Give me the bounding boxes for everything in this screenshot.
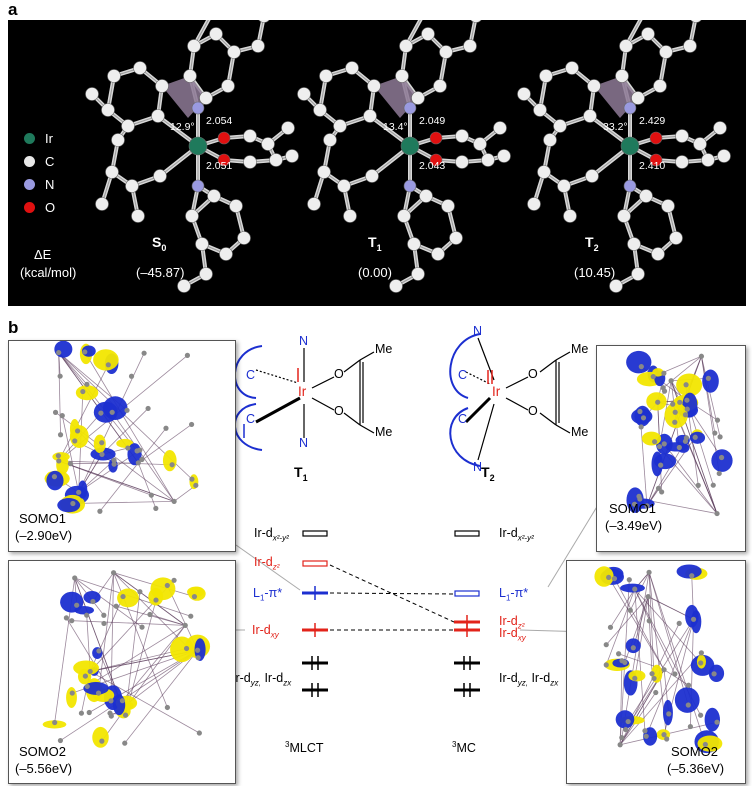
- panel-a-structures: Ir C N O ΔE (kcal/mol) 12.9° 2.054 2.051…: [8, 20, 746, 306]
- legend-n-dot: [24, 179, 35, 190]
- orbital-right-somo1-text: SOMO1(–3.49eV): [605, 501, 663, 533]
- legend-ir-label: Ir: [45, 131, 53, 146]
- t1-c-top: C: [246, 368, 256, 382]
- t1-ir: Ir: [298, 384, 307, 399]
- t2-c-bottom: C: [458, 412, 468, 426]
- orbital-left-somo1-text: SOMO1(–2.90eV): [15, 511, 73, 543]
- t1-angle: 13.4°: [383, 121, 408, 133]
- delta-e-label: ΔE: [34, 247, 52, 262]
- legend-ir: Ir: [24, 131, 53, 146]
- legend-n: N: [24, 177, 54, 192]
- t2-o-bottom: O: [528, 404, 538, 418]
- t1-o-bottom: O: [334, 404, 344, 418]
- t2-o-top: O: [528, 367, 538, 381]
- orbital-image-right-somo2: [594, 564, 725, 754]
- mlct-bottom-label: 3MLCT: [285, 740, 324, 756]
- mc-dz2-label: Ir-dz²: [499, 614, 525, 631]
- mc-pi-level: [454, 590, 480, 597]
- s0-label: S0: [152, 234, 167, 253]
- orbital-box-left-somo1: SOMO1(–2.90eV): [8, 340, 236, 552]
- mlct-dxy-label: Ir-dxy: [252, 623, 279, 640]
- mc-bottom-label: 3MC: [452, 740, 476, 756]
- orbital-box-right-somo2: SOMO2(–5.36eV): [566, 560, 746, 784]
- t1-dist-top: 2.049: [419, 115, 446, 127]
- legend-ir-dot: [24, 133, 35, 144]
- t1-scheme-label: T1: [294, 464, 308, 483]
- orbital-image-left-somo1: [44, 341, 199, 514]
- legend-c: C: [24, 154, 54, 169]
- s0-dist-bottom: 2.051: [206, 160, 233, 172]
- panel-b-label: b: [8, 318, 19, 337]
- t2-energy: (10.45): [574, 265, 616, 280]
- legend-c-label: C: [45, 154, 55, 169]
- t2-n-top: N: [473, 324, 483, 338]
- s0-energy: (–45.87): [136, 265, 185, 280]
- t2-c-top: C: [458, 368, 468, 382]
- mc-dyz-label: Ir-dyz, Ir-dzx: [499, 671, 559, 688]
- t2-n-bottom: N: [473, 460, 483, 474]
- t1-n-top: N: [299, 334, 309, 348]
- t2-me-bottom: Me: [571, 425, 589, 439]
- s0-angle: 12.9°: [170, 121, 195, 133]
- legend-o-dot: [24, 202, 35, 213]
- orbital-image-left-somo2: [42, 570, 211, 748]
- orbital-box-left-somo2: SOMO2(–5.56eV): [8, 560, 236, 784]
- legend-o-label: O: [45, 200, 56, 215]
- orbital-image-right-somo1: [626, 350, 733, 517]
- t2-label: T2: [585, 234, 599, 253]
- t2-scheme-label: T2: [481, 464, 495, 483]
- mc-pi-label: L1-π*: [499, 586, 529, 603]
- mlct-dx2y2-label: Ir-dx²-y²: [254, 526, 289, 543]
- t1-c-bottom: C: [246, 412, 256, 426]
- t2-dist-bottom: 2.410: [639, 160, 666, 172]
- t1-n-bottom: N: [299, 436, 309, 450]
- legend-o: O: [24, 200, 55, 215]
- mlct-dz2-level: [302, 560, 328, 567]
- t1-me-top: Me: [375, 342, 393, 356]
- mc-dx2y2-level: [454, 530, 480, 537]
- t1-dist-bottom: 2.043: [419, 160, 446, 172]
- panel-a-label: a: [8, 0, 18, 19]
- t2-dist-top: 2.429: [639, 115, 666, 127]
- mlct-dx2y2-level: [302, 530, 328, 537]
- t2-me-top: Me: [571, 342, 589, 356]
- legend-n-label: N: [45, 177, 55, 192]
- t1-me-bottom: Me: [375, 425, 393, 439]
- t2-angle: 33.2°: [603, 121, 628, 133]
- mc-dx2y2-label: Ir-dx²-y²: [499, 526, 534, 543]
- t2-scheme: [449, 333, 571, 467]
- orbital-left-somo2-text: SOMO2(–5.56eV): [15, 744, 73, 776]
- s0-dist-top: 2.054: [206, 115, 233, 127]
- mlct-pi-label: L1-π*: [253, 586, 283, 603]
- t1-o-top: O: [334, 367, 344, 381]
- mlct-dz2-label: Ir-dz²: [254, 555, 280, 572]
- legend-c-dot: [24, 156, 35, 167]
- t1-energy: (0.00): [358, 265, 392, 280]
- mlct-dyz-label: Ir-dyz, Ir-dzx: [232, 671, 292, 688]
- t1-label: T1: [368, 234, 382, 253]
- mc-dxy-label: Ir-dxy: [499, 626, 526, 643]
- molecular-structures-svg: [85, 20, 731, 293]
- t2-ir: Ir: [492, 384, 501, 399]
- delta-e-unit: (kcal/mol): [20, 265, 77, 280]
- orbital-right-somo2-text: SOMO2(–5.36eV): [667, 744, 725, 776]
- orbital-box-right-somo1: SOMO1(–3.49eV): [596, 345, 746, 552]
